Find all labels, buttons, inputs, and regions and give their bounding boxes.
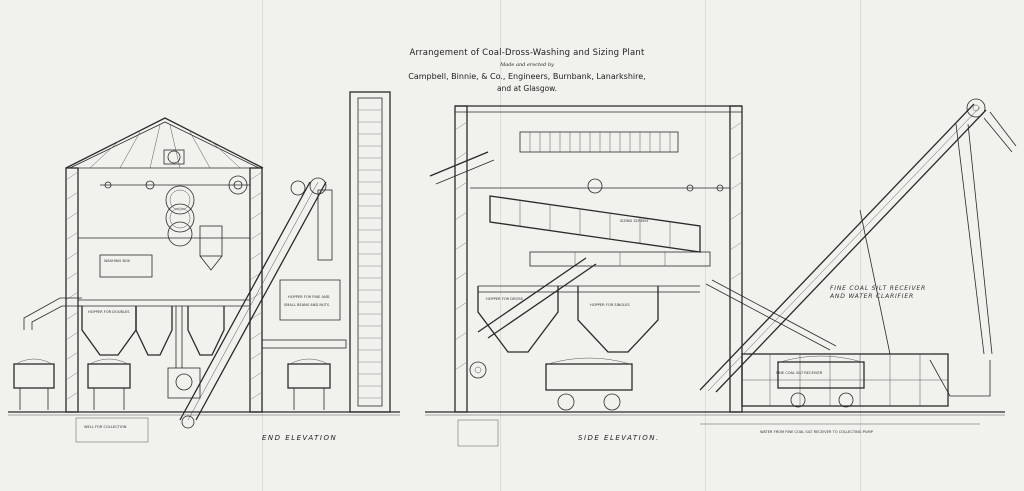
wagon <box>87 358 131 410</box>
well-label: WELL FOR COLLECTION <box>84 425 127 429</box>
end-elevation-drawing: WASHING BOX HOPPER FOR DOUBLES <box>8 91 400 443</box>
hopper-dross-label: HOPPER FOR DROSS <box>486 297 524 301</box>
hopper-fine-label: HOPPER FOR FINE AND <box>288 295 330 299</box>
hopper-fine-label-2: SMALL BEANS AND NUTS <box>284 303 330 307</box>
end-elevation-caption: END ELEVATION <box>262 434 337 442</box>
fold-line <box>705 0 706 491</box>
fine-coal-caption-1: FINE COAL SILT RECEIVER <box>830 285 926 292</box>
fine-coal-caption-2: AND WATER CLARIFIER <box>829 293 914 300</box>
wagon <box>777 355 865 408</box>
wagon <box>545 357 633 411</box>
fold-line <box>500 0 501 491</box>
side-elevation-drawing: SIZING SCREEN HOPPER FOR SINGLES HOPPER … <box>425 98 1017 447</box>
fold-line <box>860 0 861 491</box>
hopper-singles-label: HOPPER FOR SINGLES <box>590 303 630 307</box>
hopper-doubles-label: HOPPER FOR DOUBLES <box>88 310 130 314</box>
washing-box-label: WASHING BOX <box>104 259 130 263</box>
trommel-label: SIZING SCREEN <box>620 219 648 223</box>
title-line-2: Made and erected by <box>500 62 554 68</box>
wagon <box>13 358 55 410</box>
side-elevation-caption: SIDE ELEVATION. <box>578 434 660 442</box>
wagon <box>287 358 331 410</box>
water-note: WATER FROM FINE COAL SILT RECEIVER TO CO… <box>760 430 874 434</box>
fine-silt-label: FINE COAL SILT RECEIVER <box>776 371 823 375</box>
title-line-3: Campbell, Binnie, & Co., Engineers, Burn… <box>408 72 646 81</box>
title-line-4: and at Glasgow. <box>497 84 557 93</box>
title-line-1: Arrangement of Coal-Dross-Washing and Si… <box>409 48 645 58</box>
title-block: Arrangement of Coal-Dross-Washing and Si… <box>392 48 662 93</box>
